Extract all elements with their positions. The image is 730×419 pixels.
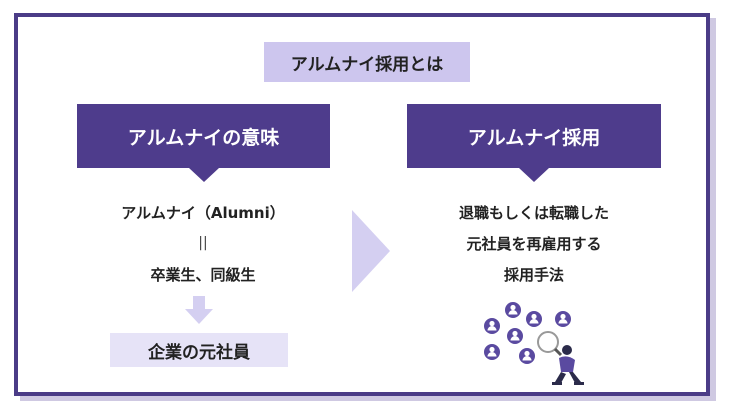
person-icon bbox=[507, 328, 523, 344]
description-line-1: 退職もしくは転職した bbox=[404, 203, 664, 223]
left-header-label: アルムナイの意味 bbox=[128, 123, 279, 150]
person-icon bbox=[505, 302, 521, 318]
left-header: アルムナイの意味 bbox=[77, 104, 330, 168]
chevron-right-icon bbox=[352, 210, 390, 292]
description-line-3: 採用手法 bbox=[404, 265, 664, 285]
arrow-down-icon bbox=[184, 296, 214, 326]
result-box: 企業の元社員 bbox=[110, 333, 288, 367]
person-icon bbox=[526, 311, 542, 327]
result-label: 企業の元社員 bbox=[148, 338, 250, 363]
person-icon bbox=[555, 311, 571, 327]
equals-mark: || bbox=[73, 233, 333, 253]
magnifier-icon bbox=[538, 332, 561, 355]
person-icon bbox=[484, 318, 500, 334]
person-icon bbox=[484, 344, 500, 360]
description-line-2: 元社員を再雇用する bbox=[404, 234, 664, 254]
right-header: アルムナイ採用 bbox=[407, 104, 661, 168]
frame-shadow-bottom bbox=[20, 396, 716, 401]
frame-shadow-right bbox=[710, 18, 716, 400]
right-header-label: アルムナイ採用 bbox=[468, 123, 600, 150]
diagram-title: アルムナイ採用とは bbox=[264, 42, 470, 82]
people-search-illustration bbox=[475, 300, 590, 385]
alumni-definition: 卒業生、同級生 bbox=[73, 265, 333, 285]
alumni-term: アルムナイ（Alumni） bbox=[73, 203, 333, 223]
person-icon bbox=[519, 348, 535, 364]
